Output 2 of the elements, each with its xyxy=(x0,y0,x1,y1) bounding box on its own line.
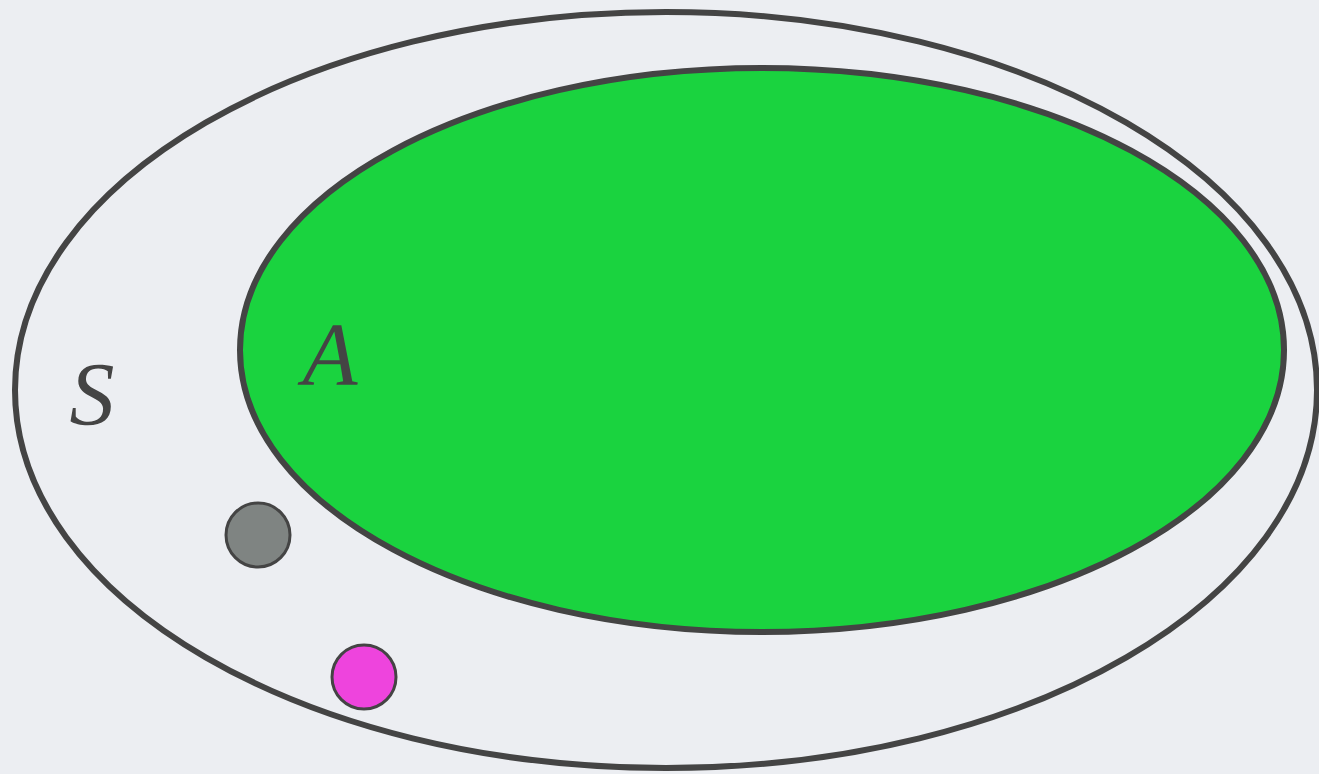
dot xyxy=(330,643,398,711)
dot xyxy=(224,501,292,569)
